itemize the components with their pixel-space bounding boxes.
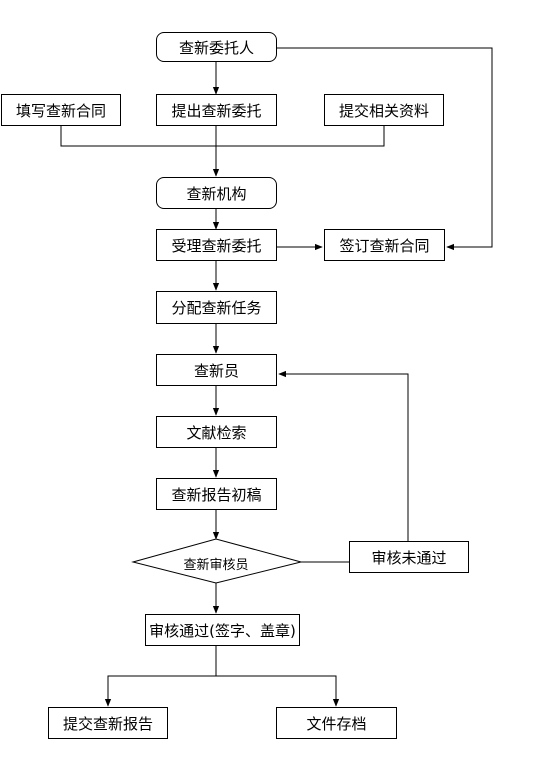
node-fill-contract: 填写查新合同: [1, 94, 121, 126]
node-agency: 查新机构: [156, 177, 277, 209]
arrow-failed-to-searcher: [278, 370, 409, 541]
node-literature-search: 文献检索: [156, 416, 277, 448]
arrow-client-to-contract: [277, 47, 493, 251]
node-archive: 文件存档: [276, 707, 397, 739]
line-fill-contract-down: [60, 126, 385, 147]
node-submit-report: 提交查新报告: [48, 707, 168, 739]
node-sign-contract: 签订查新合同: [324, 229, 445, 261]
node-assign-task: 分配查新任务: [156, 291, 277, 324]
node-review-failed: 审核未通过: [349, 541, 469, 573]
node-reviewer-label: 查新审核员: [183, 558, 249, 573]
arrow-to-submit-report: [104, 675, 216, 707]
node-draft-report: 查新报告初稿: [156, 478, 277, 510]
node-review-passed: 审核通过(签字、盖章): [145, 614, 300, 646]
node-searcher: 查新员: [156, 354, 277, 386]
reviewer-diamond: [131, 538, 303, 584]
node-submit-materials: 提交相关资料: [324, 94, 444, 126]
node-accept-request: 受理查新委托: [156, 229, 277, 261]
node-client: 查新委托人: [156, 32, 277, 62]
arrow-to-archive: [216, 675, 340, 707]
node-submit-request: 提出查新委托: [156, 94, 277, 126]
